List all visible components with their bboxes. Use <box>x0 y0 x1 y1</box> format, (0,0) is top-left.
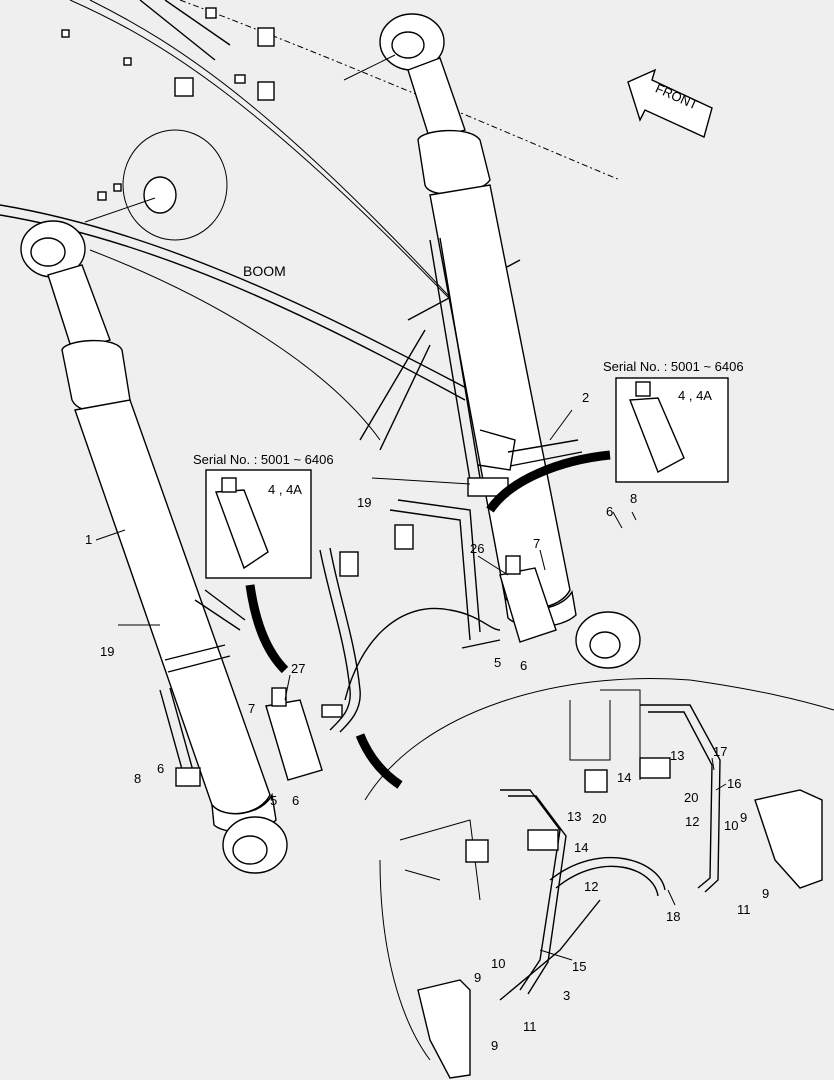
callout-13b: 13 <box>567 809 581 824</box>
callout-7b: 7 <box>248 701 255 716</box>
callout-19a: 19 <box>357 495 371 510</box>
callout-arc-bottom <box>355 733 403 789</box>
callout-9a: 9 <box>740 810 747 825</box>
callout-6a: 6 <box>520 658 527 673</box>
part-ref-4-4a-left: 4 , 4A <box>268 482 302 497</box>
callout-20b: 20 <box>592 811 606 826</box>
callout-6c: 6 <box>606 504 613 519</box>
serial-label-left: Serial No. : 5001 ~ 6406 <box>193 452 334 467</box>
callout-arc-left <box>245 584 289 674</box>
callout-12a: 12 <box>685 814 699 829</box>
callout-14b: 14 <box>574 840 588 855</box>
callout-18: 18 <box>666 909 680 924</box>
callout-1: 1 <box>85 532 92 547</box>
callout-27: 27 <box>291 661 305 676</box>
callout-16: 16 <box>727 776 741 791</box>
valve-26 <box>499 555 557 643</box>
callout-6d: 6 <box>157 761 164 776</box>
callout-numbers: 1 2 3 5 5 6 6 6 6 7 7 8 8 9 9 9 9 10 10 … <box>85 390 769 1053</box>
callout-7a: 7 <box>533 536 540 551</box>
right-boom-cylinder <box>343 13 641 669</box>
callout-14a: 14 <box>617 770 631 785</box>
left-boom-cylinder <box>20 220 288 874</box>
callout-arc-right <box>486 450 611 513</box>
callout-9b: 9 <box>762 886 769 901</box>
detail-view <box>364 678 834 1079</box>
callout-12b: 12 <box>584 879 598 894</box>
callout-20a: 20 <box>684 790 698 805</box>
callout-17: 17 <box>713 744 727 759</box>
callout-10a: 10 <box>724 818 738 833</box>
callout-6b: 6 <box>292 793 299 808</box>
callout-9c: 9 <box>474 970 481 985</box>
callout-5a: 5 <box>494 655 501 670</box>
hydraulic-lines <box>319 499 501 733</box>
callout-3: 3 <box>563 988 570 1003</box>
callout-2: 2 <box>582 390 589 405</box>
serial-box-left <box>205 469 312 579</box>
callout-9d: 9 <box>491 1038 498 1053</box>
callout-26: 26 <box>470 541 484 556</box>
callout-19b: 19 <box>100 644 114 659</box>
serial-box-right <box>615 377 729 483</box>
callout-5b: 5 <box>270 793 277 808</box>
front-arrow: FRONT <box>627 68 713 138</box>
callout-13a: 13 <box>670 748 684 763</box>
valve-27 <box>265 687 323 781</box>
callout-8a: 8 <box>630 491 637 506</box>
callout-8b: 8 <box>134 771 141 786</box>
callout-10b: 10 <box>491 956 505 971</box>
callout-15: 15 <box>572 959 586 974</box>
part-ref-4-4a-right: 4 , 4A <box>678 388 712 403</box>
boom-label: BOOM <box>243 263 286 279</box>
callout-11b: 11 <box>523 1019 537 1034</box>
leader-lines <box>95 409 727 961</box>
callout-11a: 11 <box>737 902 751 917</box>
serial-label-right: Serial No. : 5001 ~ 6406 <box>603 359 744 374</box>
